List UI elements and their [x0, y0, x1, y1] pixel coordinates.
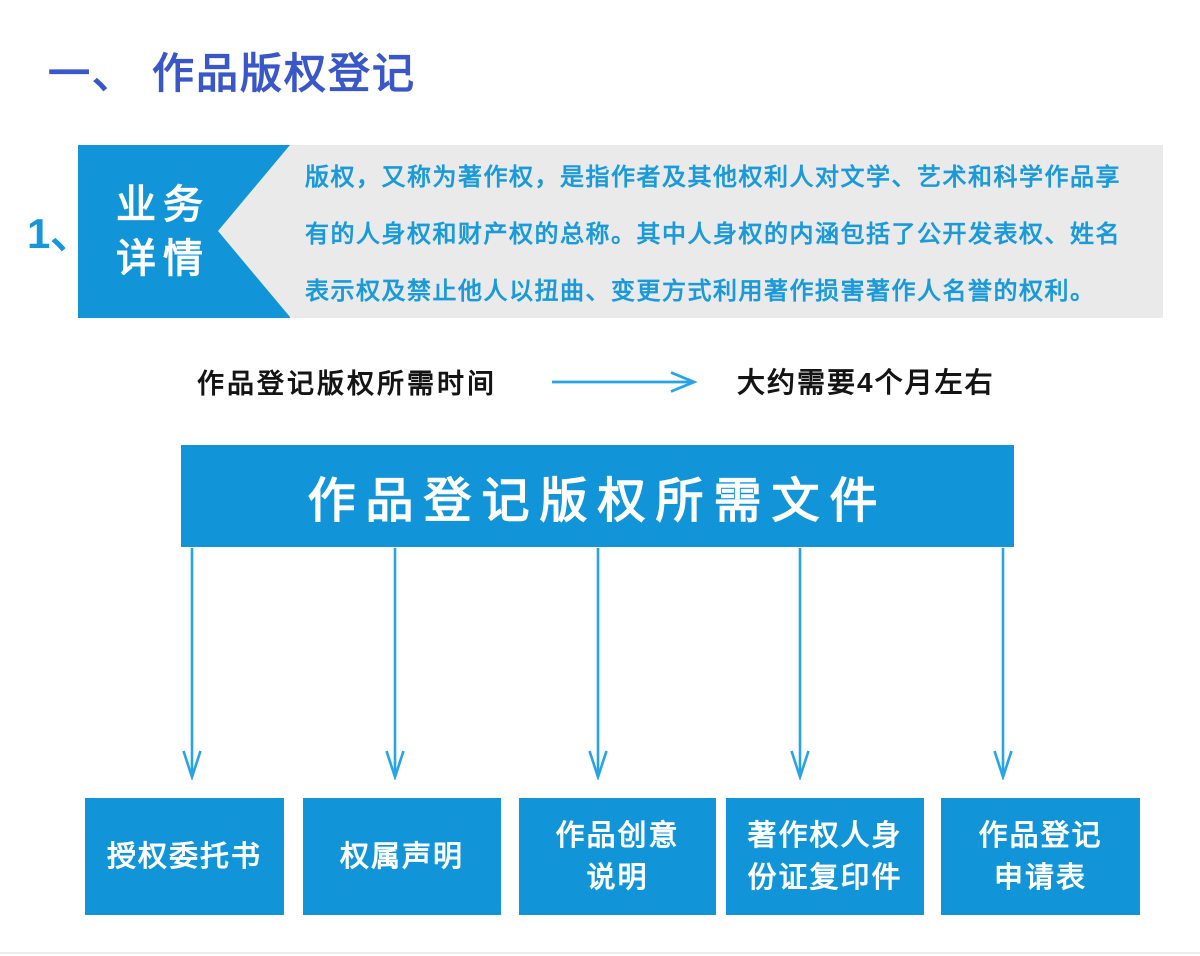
page-title-text: 作品版权登记	[152, 50, 417, 97]
right-arrow-icon	[552, 371, 698, 393]
doc-box-label-line: 授权委托书	[106, 840, 262, 873]
doc-box-label-line: 作品创意	[555, 819, 680, 852]
page-title-number: 一、	[48, 50, 137, 97]
documents-banner: 作品登记版权所需文件	[181, 445, 1014, 547]
doc-box-label-line: 份证复印件	[747, 861, 903, 894]
doc-box-application-form: 作品登记 申请表	[941, 798, 1140, 915]
flow-arrow-down-icon	[790, 548, 810, 780]
doc-box-label-line: 说明	[586, 861, 649, 894]
doc-box-creative-description: 作品创意 说明	[519, 798, 716, 915]
flow-arrow-down-icon	[182, 548, 202, 780]
business-description-panel: 版权，又称为著作权，是指作者及其他权利人对文学、艺术和科学作品享 有的人身权和财…	[255, 145, 1163, 318]
time-required-label: 作品登记版权所需时间	[197, 369, 497, 399]
doc-box-label-line: 作品登记	[978, 819, 1103, 852]
bottom-divider	[0, 952, 1200, 954]
doc-box-authorization-letter: 授权委托书	[85, 798, 284, 915]
flow-arrow-down-icon	[385, 548, 405, 780]
doc-box-label-line: 著作权人身	[747, 819, 903, 852]
side-tab-label-line: 业务	[116, 182, 210, 227]
panel-notch-arrow-icon	[218, 145, 290, 317]
flow-arrow-down-icon	[588, 548, 608, 780]
description-line: 有的人身权和财产权的总称。其中人身权的内涵包括了公开发表权、姓名	[305, 221, 1121, 248]
description-line: 版权，又称为著作权，是指作者及其他权利人对文学、艺术和科学作品享	[305, 164, 1121, 191]
side-tab-label-line: 详情	[116, 236, 210, 281]
page-title: 一、作品版权登记	[48, 40, 416, 101]
doc-box-id-card-copy: 著作权人身 份证复印件	[726, 798, 924, 915]
description-line: 表示权及禁止他人以扭曲、变更方式利用著作损害著作人名誉的权利。	[305, 278, 1096, 305]
doc-box-ownership-statement: 权属声明	[303, 798, 501, 915]
doc-box-label-line: 申请表	[993, 861, 1087, 894]
doc-box-label-line: 权属声明	[339, 840, 464, 873]
flow-arrow-down-icon	[993, 548, 1013, 780]
time-required-value: 大约需要4个月左右	[737, 367, 995, 398]
